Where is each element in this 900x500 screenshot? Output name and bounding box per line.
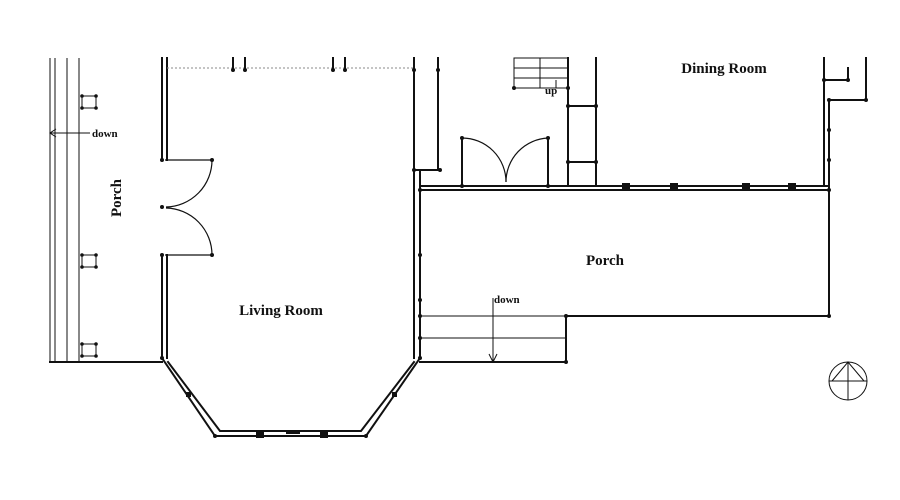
left-down-arrow <box>49 128 90 138</box>
hall-walls <box>413 57 598 188</box>
center-porch-walls <box>412 168 831 364</box>
top-posts <box>231 57 440 72</box>
living-room-walls <box>161 57 421 359</box>
bay-window <box>160 356 422 438</box>
center-down-label: down <box>494 294 520 306</box>
center-porch-label: Porch <box>586 253 625 269</box>
north-compass-icon <box>828 361 868 401</box>
left-porch-label: Porch <box>109 178 125 217</box>
dining-room-walls <box>822 57 868 187</box>
living-room-double-door <box>160 158 214 257</box>
stairs-up-label: up <box>545 85 557 97</box>
hall-double-door <box>461 137 549 183</box>
stairs <box>512 57 570 90</box>
dining-room-label: Dining Room <box>681 61 767 77</box>
center-down-arrow <box>488 298 498 364</box>
left-down-label: down <box>92 128 118 140</box>
porch-posts <box>80 94 98 358</box>
living-room-label: Living Room <box>239 303 323 319</box>
left-porch-rails <box>49 58 163 363</box>
